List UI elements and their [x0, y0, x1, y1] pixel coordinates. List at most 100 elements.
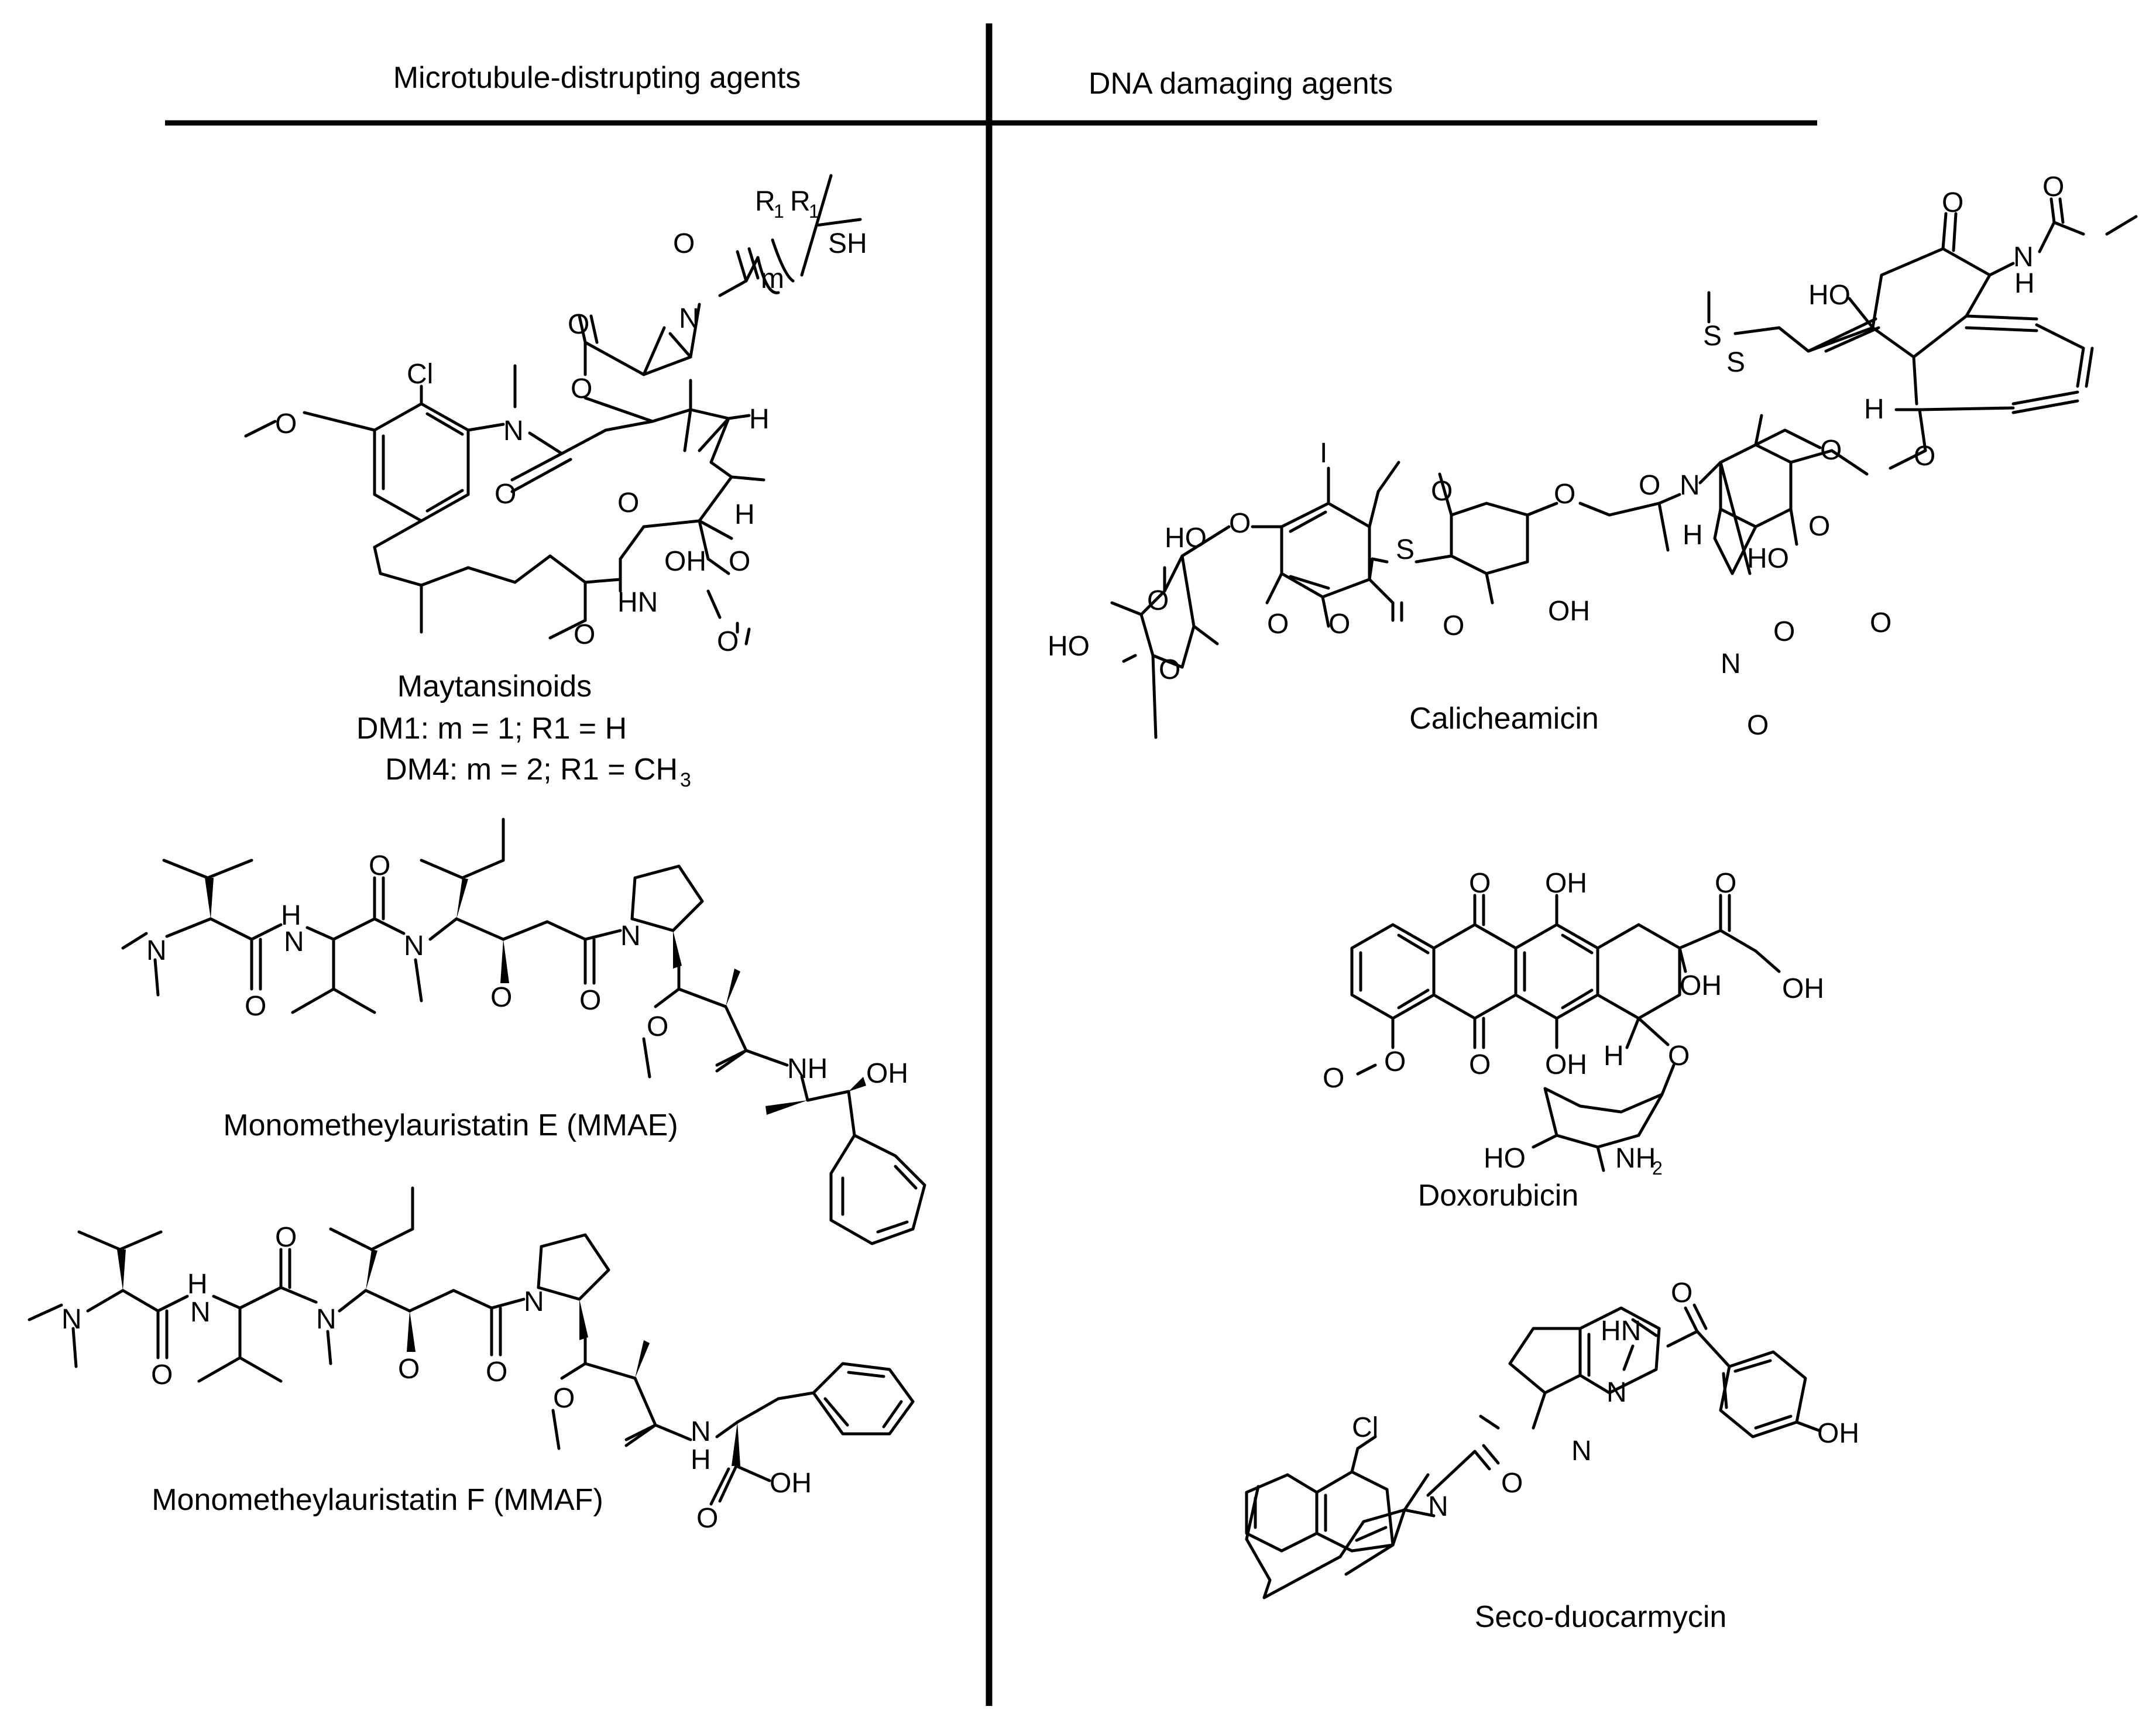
atom: O — [1820, 435, 1842, 466]
atom: O — [673, 228, 695, 259]
label-dm4: DM4: m = 2; R1 = CH — [385, 753, 678, 787]
atom: Cl — [1352, 1412, 1378, 1443]
structure-maytansinoids — [244, 174, 862, 646]
atom: O — [1639, 470, 1660, 501]
atom: O — [1671, 1278, 1692, 1309]
atom: H — [1864, 394, 1884, 425]
atom: N — [620, 921, 641, 952]
atom: HN — [617, 587, 658, 618]
atom: OH — [770, 1468, 812, 1499]
atom: O — [490, 982, 512, 1013]
atom: HO — [1484, 1143, 1526, 1174]
atom: O — [568, 309, 589, 340]
structure-doxorubicin — [1350, 894, 1781, 1172]
atom: OH — [1817, 1418, 1859, 1449]
atom: S — [1396, 534, 1415, 565]
atom: O — [495, 479, 516, 510]
atom: OH — [1782, 973, 1824, 1004]
atom: H — [1604, 1041, 1624, 1072]
atom: N — [503, 416, 524, 447]
atom: 1 — [809, 201, 819, 222]
atom: H — [734, 499, 755, 530]
atom: N — [61, 1304, 82, 1335]
atom: N — [1428, 1491, 1448, 1522]
seco-duocarmycin-atoms: O HN N OH Cl N N O — [1352, 1278, 1859, 1522]
atom: O — [1715, 868, 1736, 899]
structure-mmaf — [28, 1186, 915, 1506]
atom: HO — [1808, 280, 1851, 311]
atom: H — [281, 900, 301, 931]
label-mmaf: Monometheylauristatin F (MMAF) — [152, 1483, 603, 1517]
atom: H — [749, 404, 770, 435]
atom: O — [1159, 654, 1180, 685]
atom: I — [1320, 438, 1327, 469]
structure-calicheamicin — [1110, 197, 2138, 739]
atom: H — [2014, 268, 2035, 299]
atom: O — [486, 1357, 507, 1388]
atom: O — [1147, 585, 1169, 616]
atom: O — [1431, 476, 1453, 507]
atom: N — [404, 931, 424, 962]
atom: O — [1267, 609, 1289, 640]
atom: O — [696, 1503, 718, 1534]
mmaf-atoms: N H N O O N O N O O N H O OH — [61, 1222, 812, 1534]
atom: O — [245, 991, 266, 1022]
atom: R — [755, 186, 775, 217]
atom: HO — [1165, 523, 1207, 554]
atom: N — [679, 303, 699, 334]
atom: H — [691, 1444, 711, 1475]
atom: O — [151, 1359, 173, 1391]
atom: O — [1328, 609, 1350, 640]
atom: OH — [664, 546, 706, 577]
atom: O — [1808, 511, 1830, 542]
atom: N — [524, 1286, 544, 1317]
atom: SH — [828, 228, 867, 259]
label-doxorubicin: Doxorubicin — [1418, 1179, 1579, 1213]
label-mmae: Monometheylauristatin E (MMAE) — [223, 1108, 678, 1142]
atom: OH — [866, 1058, 908, 1089]
atom: O — [571, 373, 592, 404]
atom: O — [2042, 171, 2064, 202]
atom: N — [1680, 470, 1700, 501]
atom: O — [729, 546, 750, 577]
atom: O — [1914, 441, 1935, 472]
atom: O — [275, 1222, 297, 1253]
atom: HO — [1048, 631, 1090, 662]
atom: N — [316, 1304, 337, 1335]
atom: O — [1773, 616, 1795, 647]
atom: O — [617, 487, 639, 519]
atom: 2 — [1652, 1158, 1663, 1179]
atom: O — [1942, 187, 1963, 218]
label-maytansinoids: Maytansinoids — [397, 670, 592, 703]
atom: N — [2013, 242, 2034, 273]
atom: N — [284, 926, 304, 957]
atom: H — [187, 1269, 208, 1300]
atom: O — [1554, 479, 1575, 510]
label-seco-duocarmycin: Seco-duocarmycin — [1475, 1600, 1727, 1634]
header-microtubule: Microtubule-distrupting agents — [393, 61, 801, 95]
atom: O — [574, 619, 595, 650]
atom: N — [190, 1297, 211, 1328]
atom: O — [1443, 610, 1464, 641]
atom: N — [691, 1416, 711, 1447]
atom: OH — [1680, 970, 1722, 1001]
atom: O — [369, 850, 390, 881]
mmae-atoms: N H N O O N O N O O NH OH — [146, 850, 908, 1089]
atom: S — [1726, 347, 1745, 378]
atom: Cl — [407, 359, 433, 390]
atom: O — [1469, 868, 1491, 899]
atom: HO — [1747, 543, 1789, 574]
structure-seco-duocarmycin — [1245, 1303, 1822, 1599]
label-dm1: DM1: m = 1; R1 = H — [356, 712, 627, 746]
atom: R — [790, 186, 811, 217]
atom: O — [1469, 1049, 1491, 1080]
atom: H — [1683, 520, 1703, 551]
maytansinoids-atoms: R 1 R 1 SH O m N O Cl N O O O H O H OH O… — [275, 186, 867, 657]
atom: O — [647, 1011, 668, 1042]
atom: OH — [1548, 596, 1590, 627]
calicheamicin-atoms: O N H O HO S S H O O N H O O HO O O O N … — [1048, 171, 2064, 741]
atom: m — [761, 263, 784, 294]
label-dm4-subscript: 3 — [680, 769, 691, 791]
atom: O — [717, 626, 739, 657]
